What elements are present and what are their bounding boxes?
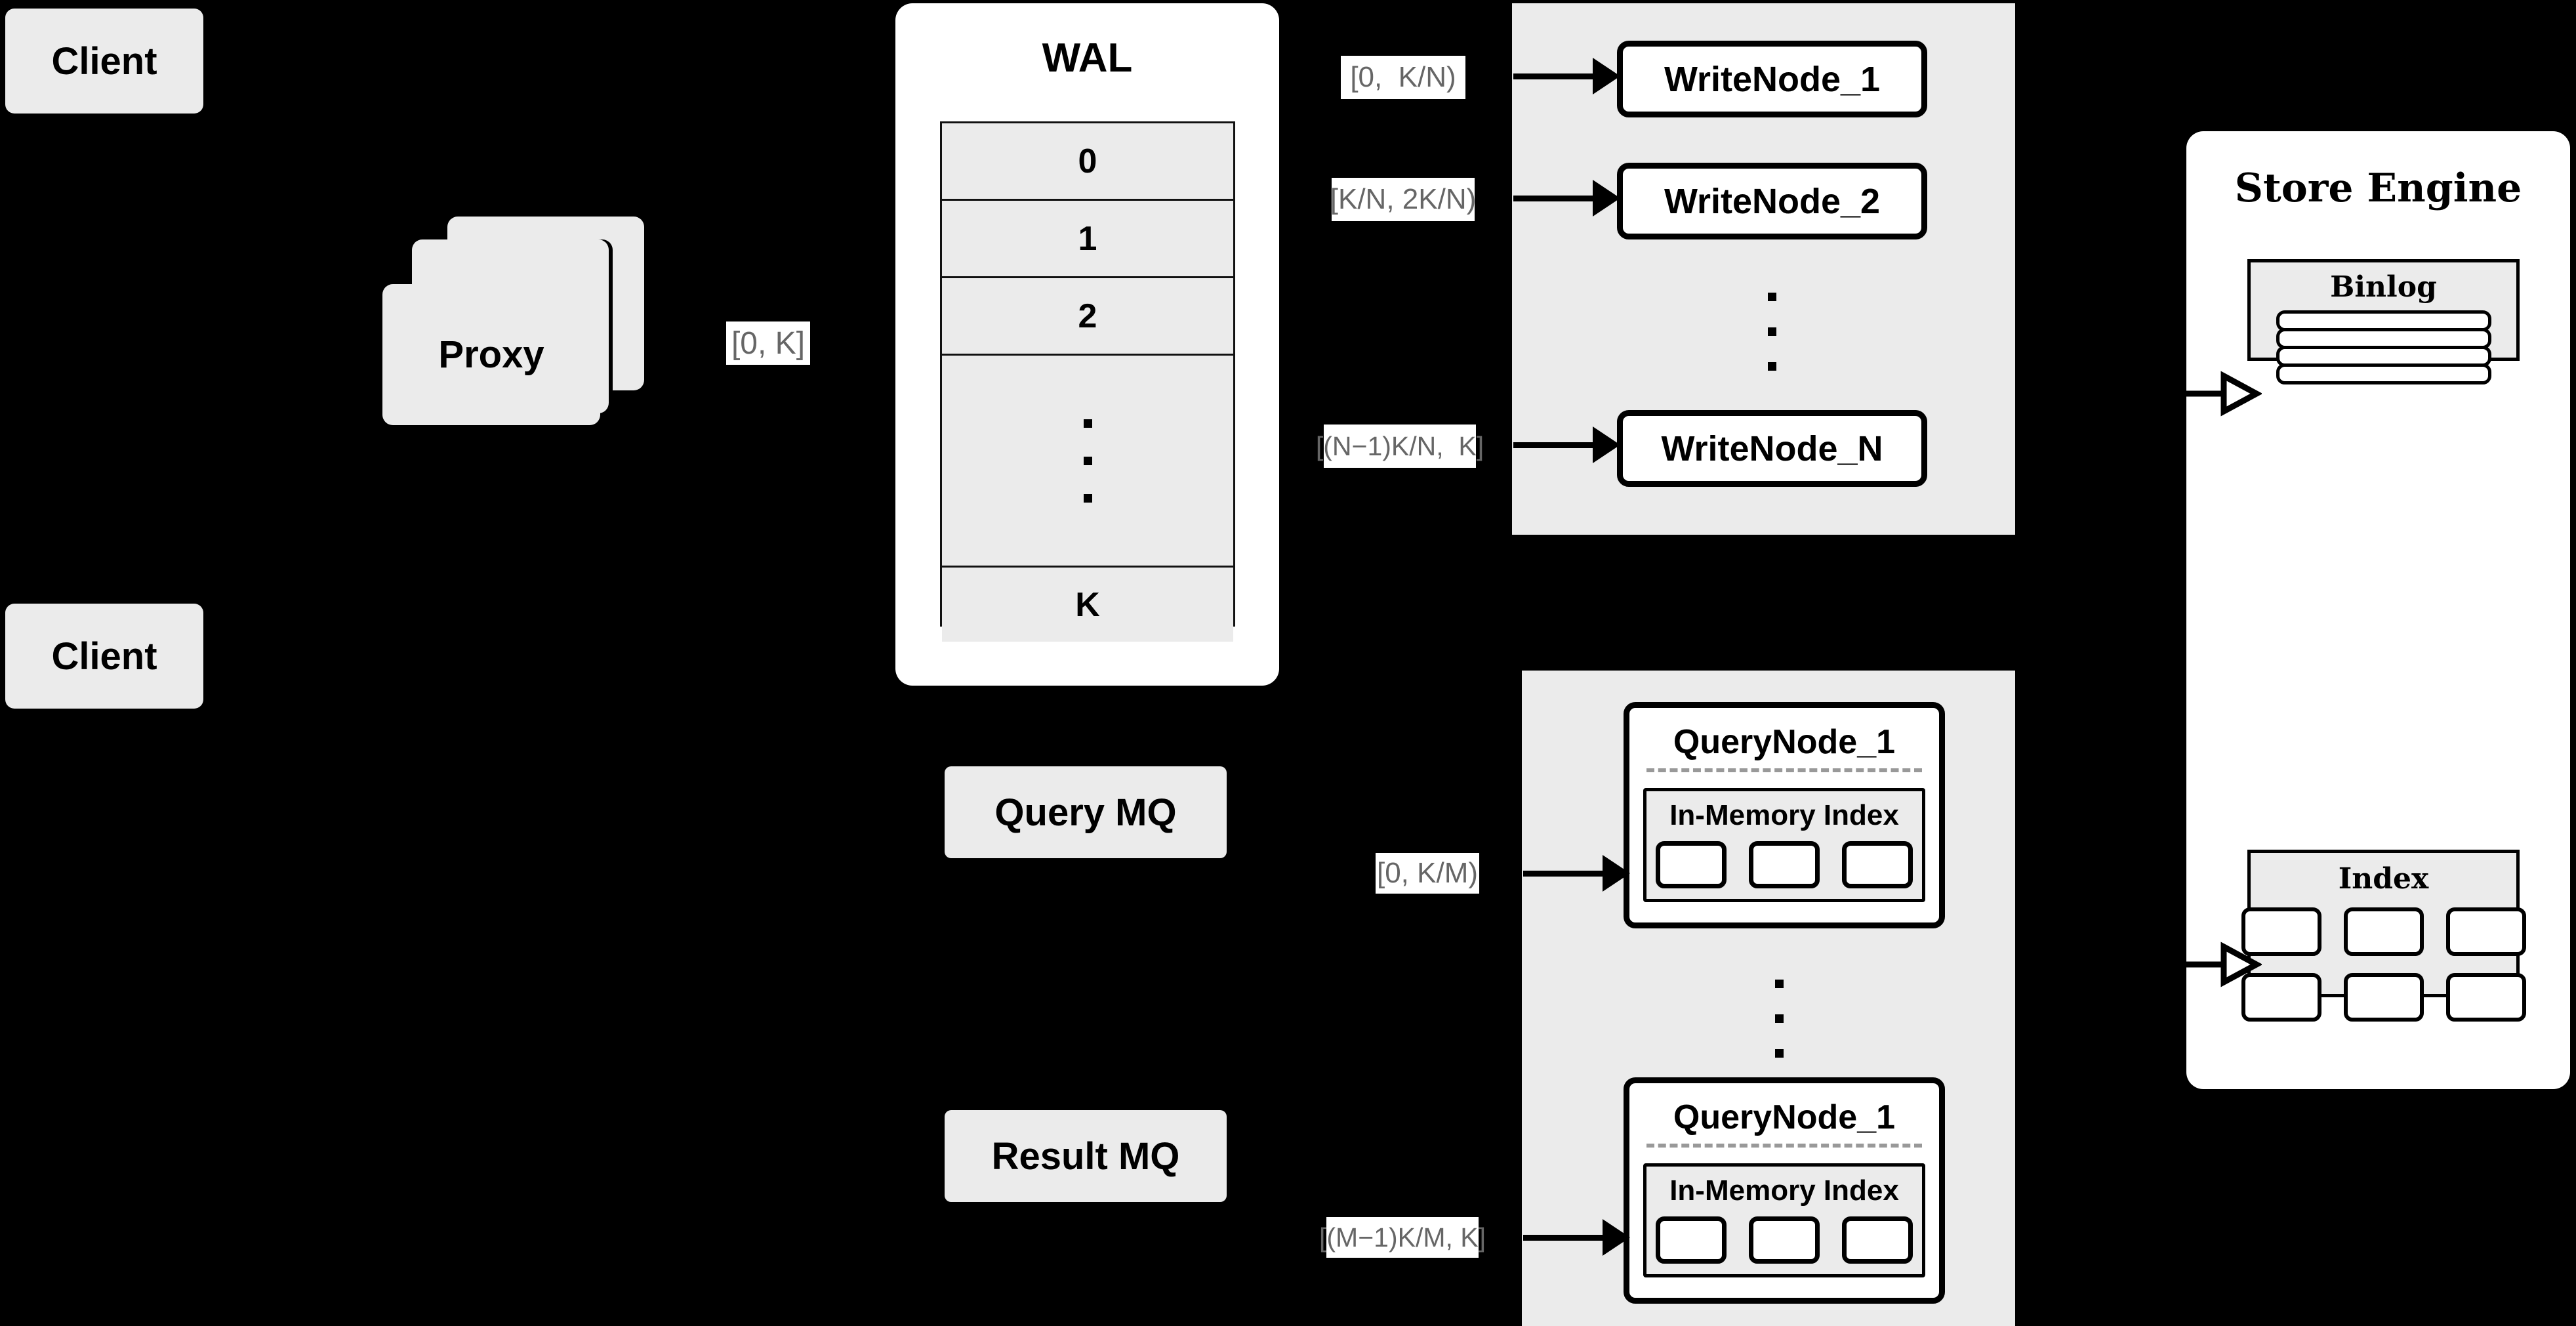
index-title: Index — [2338, 862, 2429, 896]
store-engine-title: Store Engine — [2234, 165, 2522, 211]
ellipsis-dot-icon — [1774, 1014, 1784, 1023]
wal-cell: 1 — [942, 199, 1233, 276]
wal-table: 0 1 2 K — [940, 121, 1235, 642]
index-inbound-arrow — [2183, 942, 2263, 987]
edge-label-query-m: [(M−1)K/M, K] — [1319, 1217, 1486, 1258]
binlog-panel: Binlog — [2247, 259, 2520, 384]
ellipsis-dot-icon — [1774, 1048, 1784, 1058]
write-arrow-1-head — [1593, 58, 1620, 94]
ellipsis-dot-icon — [1083, 493, 1092, 503]
edge-label-write-n-text: [(N−1)K/N, K] — [1315, 430, 1484, 461]
wal-title: WAL — [1042, 35, 1133, 81]
query-node-1-separator — [1646, 768, 1922, 772]
client-node-2[interactable]: Client — [5, 604, 203, 709]
write-node-2-label: WriteNode_2 — [1664, 181, 1881, 221]
index-cell — [1749, 841, 1820, 888]
edge-label-write-1-text: [0, K/N) — [1350, 61, 1456, 93]
query-node-1-label: QueryNode_1 — [1673, 723, 1896, 761]
result-mq-node[interactable]: Result MQ — [945, 1110, 1227, 1202]
edge-label-query-1: [0, K/M) — [1376, 853, 1479, 894]
index-cell — [2241, 973, 2321, 1022]
index-cell — [1842, 1216, 1913, 1264]
edge-label-write-2-text: [K/N, 2K/N) — [1330, 183, 1477, 215]
index-cell — [2445, 973, 2526, 1022]
query-mq-label: Query MQ — [994, 791, 1177, 834]
ellipsis-dot-icon — [1083, 419, 1092, 428]
binlog-title: Binlog — [2330, 270, 2437, 304]
wal-cell: K — [942, 566, 1233, 642]
ellipsis-dot-icon — [1767, 327, 1776, 336]
query-cluster-ellipsis — [1772, 953, 1786, 1084]
write-node-1[interactable]: WriteNode_1 — [1617, 41, 1927, 117]
index-cell — [2241, 907, 2321, 956]
write-node-n-label: WriteNode_N — [1661, 428, 1883, 468]
store-engine-panel: Store Engine Binlog Index — [2186, 131, 2570, 1089]
ellipsis-dot-icon — [1083, 456, 1092, 465]
wal-cell-ellipsis — [942, 354, 1233, 566]
wal-cell-label: K — [1075, 585, 1100, 624]
write-cluster: WriteNode_1 WriteNode_2 WriteNode_N — [1512, 3, 2015, 535]
in-memory-index-1-label: In-Memory Index — [1669, 799, 1899, 831]
query-node-m-separator — [1646, 1144, 1922, 1148]
query-node-m[interactable]: QueryNode_1 In-Memory Index — [1624, 1077, 1945, 1304]
in-memory-index-1: In-Memory Index — [1643, 788, 1925, 902]
edge-label-write-1: [0, K/N) — [1341, 56, 1465, 99]
wal-cell: 0 — [942, 121, 1233, 199]
index-cell — [2343, 907, 2424, 956]
edge-label-query-m-text: [(M−1)K/M, K] — [1319, 1222, 1486, 1253]
wal-cell-label: 2 — [1078, 297, 1097, 335]
wal-cell-label: 1 — [1078, 219, 1097, 258]
binlog-bar — [2276, 363, 2491, 384]
edge-label-write-2: [K/N, 2K/N) — [1330, 178, 1477, 221]
query-arrow-m-line — [1523, 1235, 1605, 1241]
binlog-bar — [2276, 346, 2491, 367]
result-mq-label: Result MQ — [991, 1134, 1180, 1178]
query-node-1[interactable]: QueryNode_1 In-Memory Index — [1624, 702, 1945, 928]
write-node-n[interactable]: WriteNode_N — [1617, 410, 1927, 487]
index-cell — [1656, 1216, 1727, 1264]
index-cell — [2445, 907, 2526, 956]
index-row — [2241, 973, 2526, 1022]
write-arrow-1-line — [1513, 73, 1595, 79]
edge-label-proxy-to-wal-text: [0, K] — [731, 325, 806, 361]
write-arrow-n-head — [1593, 426, 1620, 463]
query-arrow-1-line — [1523, 871, 1605, 877]
index-row — [2241, 907, 2526, 956]
client-node-1[interactable]: Client — [5, 9, 203, 114]
in-memory-index-m-label: In-Memory Index — [1669, 1174, 1899, 1207]
index-cell — [1656, 841, 1727, 888]
query-mq-node[interactable]: Query MQ — [945, 766, 1227, 858]
write-cluster-ellipsis — [1765, 266, 1778, 397]
index-panel: Index — [2241, 850, 2526, 1022]
ellipsis-dot-icon — [1767, 362, 1776, 371]
index-cell — [1749, 1216, 1820, 1264]
index-cell — [2343, 973, 2424, 1022]
index-cell — [1842, 841, 1913, 888]
write-arrow-2-line — [1513, 196, 1595, 201]
edge-label-query-1-text: [0, K/M) — [1376, 857, 1479, 889]
client-node-2-label: Client — [51, 634, 157, 678]
wal-cell: 2 — [942, 276, 1233, 354]
edge-label-proxy-to-wal: [0, K] — [726, 321, 810, 365]
query-arrow-1-head — [1603, 855, 1630, 892]
query-node-m-label: QueryNode_1 — [1673, 1098, 1896, 1136]
proxy-label: Proxy — [438, 333, 544, 376]
client-node-1-label: Client — [51, 39, 157, 83]
query-cluster: QueryNode_1 In-Memory Index QueryNode_1 … — [1522, 671, 2015, 1326]
wal-panel: WAL 0 1 2 K — [895, 3, 1279, 686]
edge-label-write-n: [(N−1)K/N, K] — [1316, 425, 1484, 468]
ellipsis-dot-icon — [1767, 292, 1776, 301]
proxy-node[interactable]: Proxy — [382, 284, 600, 425]
write-node-2[interactable]: WriteNode_2 — [1617, 163, 1927, 239]
binlog-inbound-arrow — [2183, 371, 2263, 417]
write-arrow-n-line — [1513, 442, 1595, 448]
write-node-1-label: WriteNode_1 — [1664, 59, 1881, 99]
wal-cell-label: 0 — [1078, 142, 1097, 180]
query-arrow-m-head — [1603, 1219, 1630, 1256]
ellipsis-dot-icon — [1774, 979, 1784, 988]
write-arrow-2-head — [1593, 180, 1620, 217]
in-memory-index-m: In-Memory Index — [1643, 1163, 1925, 1277]
